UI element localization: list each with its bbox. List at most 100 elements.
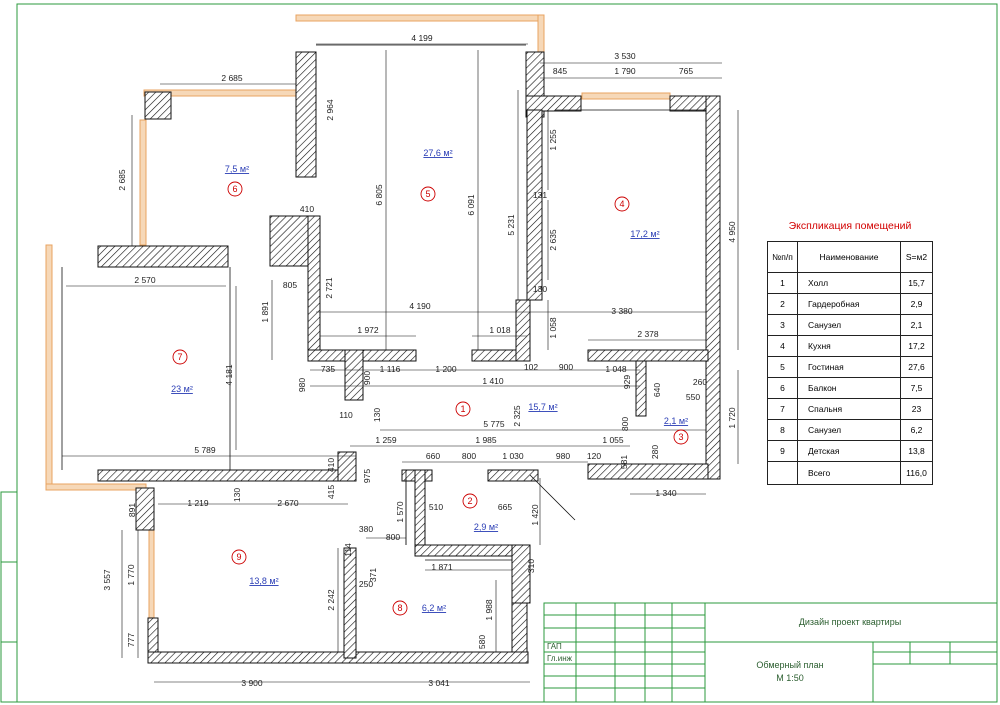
stamp-role-glinzh: Гл.инж [547,654,573,663]
room-numbers: 1 2 3 4 5 6 7 8 9 [177,184,683,613]
row-area: 13,8 [900,440,933,462]
dim-label: 800 [462,451,476,461]
dim-label: 2 685 [221,73,243,83]
row-name: Санузел [797,419,901,441]
dim-label: 1 570 [395,501,405,523]
interior-lines [61,44,706,561]
dim-label: 2 378 [637,329,659,339]
room-marker-4 [614,196,630,212]
room-area: 2,9 м² [474,522,498,532]
row-number: 4 [767,335,798,357]
dim-label: 380 [359,524,373,534]
dim-label: 6 805 [374,184,384,206]
room-schedule: Экспликация помещений №п/п Наименование … [767,219,933,485]
dim-label: 1 200 [435,364,457,374]
dim-label: 640 [652,383,662,397]
dim-label: 800 [620,417,630,431]
room-areas: 15,7 м² 2,9 м² 2,1 м² 17,2 м² 27,6 м² 7,… [171,148,688,613]
row-name: Санузел [797,314,901,336]
dim-label: 1 055 [602,435,624,445]
dim-label: 102 [524,362,538,372]
dim-label: 1 891 [260,301,270,323]
dim-label: 1 720 [727,407,737,429]
dim-label: 2 964 [325,99,335,121]
dim-label: 581 [619,455,629,469]
window-bedroom-bottom [45,483,147,491]
dim-label: 4 190 [409,301,431,311]
window-living [295,14,545,22]
dim-label: 130 [533,284,547,294]
dim-label: 5 231 [506,214,516,236]
dim-label: 735 [321,364,335,374]
row-area: 27,6 [900,356,933,378]
stamp-project: Дизайн проект квартиры [799,617,901,627]
dim-label: 310 [526,559,536,573]
row-name: Балкон [797,377,901,399]
row-area: 17,2 [900,335,933,357]
window-balcony-left [139,119,147,246]
dim-label: 1 410 [482,376,504,386]
dim-label: 260 [693,377,707,387]
room-area: 7,5 м² [225,164,249,174]
row-number: 9 [767,440,798,462]
dim-label: 800 [386,532,400,542]
dim-label: 3 380 [611,306,633,316]
dim-label: 410 [300,204,314,214]
dim-label: 3 557 [102,569,112,591]
row-area: 15,7 [900,272,933,294]
dim-label: 1 219 [187,498,209,508]
dim-label: 4 199 [411,33,433,43]
room-marker-8 [392,600,408,616]
stamp-sheet: Обмерный план [756,660,823,670]
dim-label: 900 [559,362,573,372]
total-value: 116,0 [900,461,933,485]
dim-label: 1 988 [484,599,494,621]
room-marker-3 [673,429,689,445]
dim-label: 2 242 [326,589,336,611]
drawing-frame [0,3,998,703]
row-number: 8 [767,419,798,441]
room-number: 1 [460,404,465,414]
dim-label: 280 [650,445,660,459]
dim-label: 765 [679,66,693,76]
dim-label: 1 871 [431,562,453,572]
window-child [148,529,155,619]
row-area: 23 [900,398,933,420]
dim-label: 2 325 [512,405,522,427]
dim-label: 1 770 [126,564,136,586]
room-number: 3 [678,432,683,442]
dim-label: 130 [232,488,242,502]
room-marker-6 [227,181,243,197]
dim-label: 1 048 [605,364,627,374]
dim-label: 1 259 [375,435,397,445]
dim-label: 4 181 [224,364,234,386]
dim-label: 980 [297,378,307,392]
dim-label: 6 091 [466,194,476,216]
dimension-labels: 4 199 3 530 845 1 790 765 2 685 2 685 2 … [102,33,737,688]
dim-label: 120 [587,451,601,461]
room-area: 2,1 м² [664,416,688,426]
room-area: 23 м² [171,384,193,394]
dim-label: 1 255 [548,129,558,151]
dim-label: 131 [533,190,547,200]
dim-label: 1 030 [502,451,524,461]
row-area: 6,2 [900,419,933,441]
room-marker-2 [462,493,478,509]
row-number: 5 [767,356,798,378]
row-name: Гардеробная [797,293,901,315]
dim-label: 4 950 [727,221,737,243]
dim-label: 1 116 [380,364,401,374]
room-marker-7 [172,349,188,365]
row-number: 2 [767,293,798,315]
window-living-right [537,14,545,56]
room-marker-1 [455,401,471,417]
dim-label: 805 [283,280,297,290]
room-area: 27,6 м² [423,148,452,158]
